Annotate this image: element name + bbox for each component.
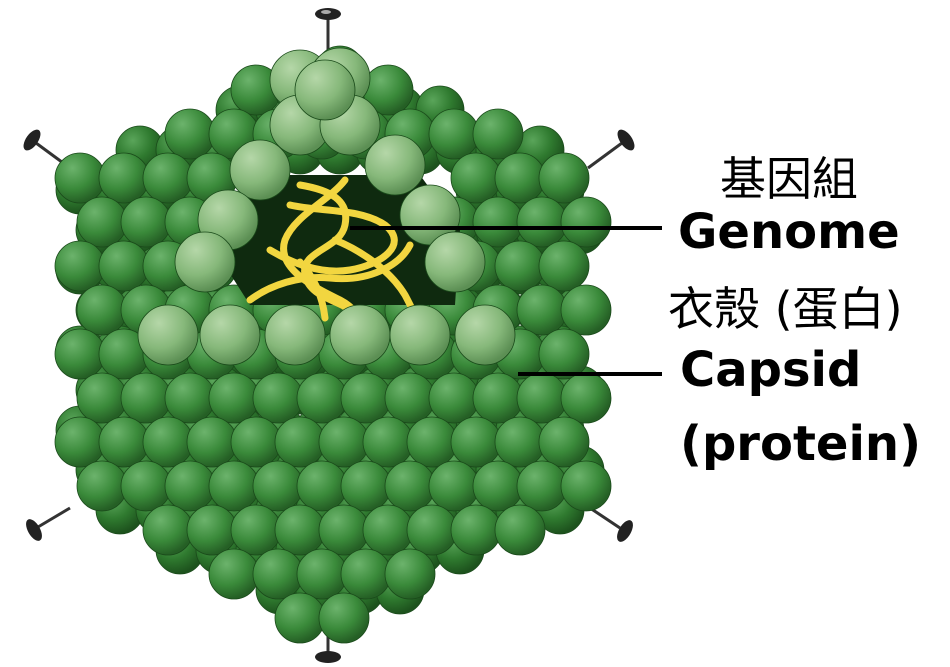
capsomere <box>231 417 281 467</box>
capsomere <box>99 417 149 467</box>
capsomere <box>231 505 281 555</box>
capsomere <box>77 197 127 247</box>
capsomere <box>473 461 523 511</box>
capsomere <box>209 549 259 599</box>
capsomere <box>455 305 515 365</box>
capsomere <box>165 373 215 423</box>
capsomere <box>365 135 425 195</box>
capsomere <box>99 241 149 291</box>
capsomere <box>407 505 457 555</box>
capsomere <box>495 241 545 291</box>
capsomere <box>55 241 105 291</box>
capsomere <box>451 153 501 203</box>
capsomere <box>121 373 171 423</box>
capsomere <box>295 60 355 120</box>
capsomere <box>77 285 127 335</box>
capsomere <box>165 109 215 159</box>
capsomere <box>143 153 193 203</box>
spike-bottom-left <box>23 508 70 543</box>
capsomere <box>517 197 567 247</box>
capsomere <box>517 285 567 335</box>
capsomere <box>319 593 369 643</box>
capsomere <box>209 461 259 511</box>
capsomere <box>341 461 391 511</box>
capsomere <box>55 417 105 467</box>
genome-label-chinese: 基因組 <box>720 156 858 202</box>
genome-label: Genome <box>678 208 900 256</box>
capsomere <box>143 417 193 467</box>
capsomere <box>561 285 611 335</box>
capsomere <box>385 461 435 511</box>
capsomere <box>385 373 435 423</box>
capsomere <box>451 417 501 467</box>
capsomere <box>253 549 303 599</box>
capsomere <box>230 140 290 200</box>
capsomere <box>341 549 391 599</box>
capsomere <box>407 417 457 467</box>
capsomere <box>253 373 303 423</box>
capsomere <box>253 461 303 511</box>
capsomere <box>121 461 171 511</box>
capsomere <box>429 461 479 511</box>
capsomere <box>187 505 237 555</box>
capsomere <box>429 109 479 159</box>
capsid-label: Capsid <box>680 346 861 394</box>
capsomere <box>275 593 325 643</box>
capsomere <box>363 505 413 555</box>
capsomere <box>143 505 193 555</box>
capsomere <box>265 305 325 365</box>
capsomere <box>121 197 171 247</box>
capsomere <box>539 417 589 467</box>
capsomere <box>297 549 347 599</box>
capsomere <box>187 417 237 467</box>
capsomere <box>319 505 369 555</box>
capsomere <box>275 505 325 555</box>
capsomere <box>539 329 589 379</box>
capsomere <box>77 373 127 423</box>
capsomere <box>341 373 391 423</box>
spike-bottom-right <box>590 508 636 544</box>
capsomere <box>517 461 567 511</box>
capsomere <box>539 153 589 203</box>
capsomere <box>473 373 523 423</box>
capsomere <box>209 373 259 423</box>
capsomere <box>495 505 545 555</box>
capsomere <box>429 373 479 423</box>
capsomere <box>425 232 485 292</box>
capsomere <box>165 461 215 511</box>
capsid-label-chinese: 衣殼 (蛋白) <box>668 286 903 332</box>
capsomere <box>319 417 369 467</box>
capsomere <box>495 417 545 467</box>
capsomere <box>561 197 611 247</box>
capsomere <box>390 305 450 365</box>
capsomere <box>539 241 589 291</box>
capsomere <box>473 109 523 159</box>
capsomere <box>330 305 390 365</box>
capsid-protein-label: (protein) <box>680 420 921 468</box>
capsomere <box>297 461 347 511</box>
capsomere <box>385 549 435 599</box>
capsomere <box>200 305 260 365</box>
capsomere <box>275 417 325 467</box>
capsomere <box>561 461 611 511</box>
capsomere <box>138 305 198 365</box>
capsomere <box>517 373 567 423</box>
capsomere <box>297 373 347 423</box>
spike-top-right <box>588 127 638 168</box>
capsomere <box>55 329 105 379</box>
capsomere <box>363 417 413 467</box>
capsomere <box>561 373 611 423</box>
capsomere <box>473 197 523 247</box>
capsomere <box>77 461 127 511</box>
capsomere <box>495 153 545 203</box>
capsomere <box>55 153 105 203</box>
capsomere <box>175 232 235 292</box>
capsomere <box>451 505 501 555</box>
capsomere <box>99 153 149 203</box>
